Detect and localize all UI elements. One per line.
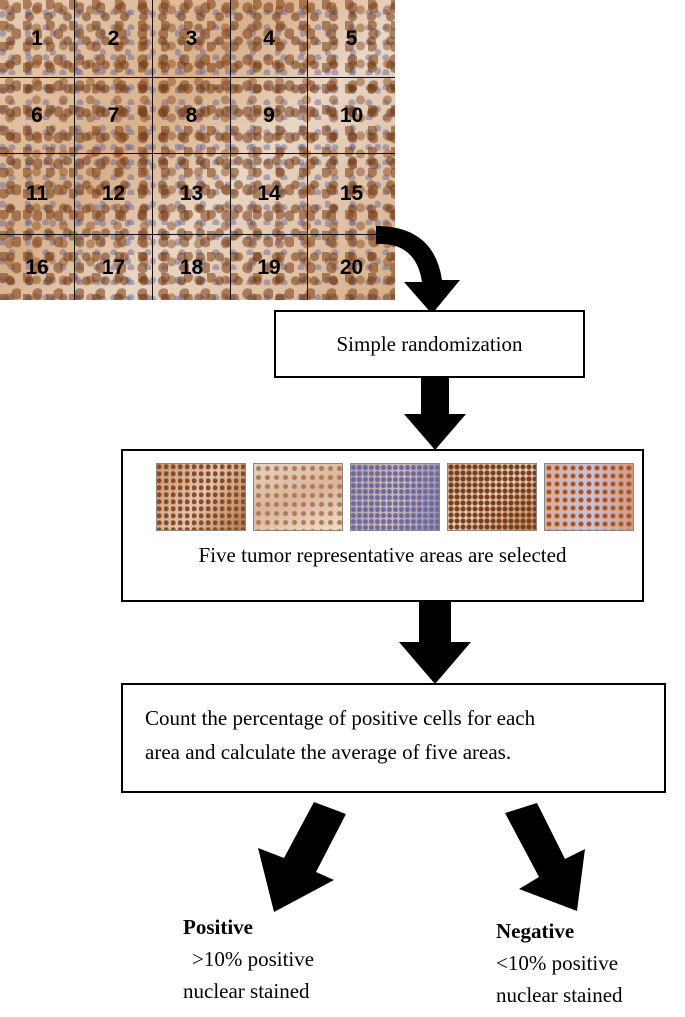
grid-cell: 18 (153, 235, 231, 300)
grid-cell: 10 (308, 78, 395, 154)
positive-outcome: Positive >10% positive nuclear stained (183, 911, 314, 1007)
count-line-2: area and calculate the average of five a… (145, 740, 512, 764)
grid-cell: 7 (75, 78, 153, 154)
grid-cell: 14 (231, 154, 308, 235)
arrow-down-left-icon (258, 802, 346, 912)
selected-areas-box: Five tumor representative areas are sele… (121, 449, 644, 602)
grid-cell: 12 (75, 154, 153, 235)
tissue-thumbnail (350, 463, 440, 531)
grid-cell: 19 (231, 235, 308, 300)
negative-outcome: Negative <10% positive nuclear stained (496, 915, 623, 1011)
count-line-1: Count the percentage of positive cells f… (145, 706, 536, 730)
grid-cell: 8 (153, 78, 231, 154)
tissue-thumbnail (156, 463, 246, 531)
negative-criteria: nuclear stained (496, 983, 623, 1007)
grid-cell: 17 (75, 235, 153, 300)
grid-cell: 2 (75, 0, 153, 78)
randomization-box: Simple randomization (274, 310, 585, 378)
randomization-label: Simple randomization (336, 331, 523, 356)
grid-cell: 5 (308, 0, 395, 78)
grid-cell: 15 (308, 154, 395, 235)
count-average-box: Count the percentage of positive cells f… (121, 683, 666, 793)
curved-arrow-icon (376, 226, 460, 314)
arrow-down-right-icon (505, 803, 585, 911)
grid-cell: 20 (339, 255, 364, 279)
grid-cell: 11 (0, 154, 75, 235)
grid-cell: 1 (0, 0, 75, 78)
selected-areas-caption: Five tumor representative areas are sele… (198, 543, 567, 567)
grid-cell: 13 (153, 154, 231, 235)
thumbnail-strip (156, 463, 634, 531)
count-instruction: Count the percentage of positive cells f… (145, 701, 660, 769)
grid-cell: 6 (0, 78, 75, 154)
grid-cell: 3 (153, 0, 231, 78)
tissue-thumbnail (253, 463, 343, 531)
grid-cell: 4 (231, 0, 308, 78)
down-arrow-icon (404, 378, 466, 450)
down-arrow-icon (399, 602, 471, 684)
tissue-grid-image: 1 2 3 4 5 6 7 8 9 10 11 12 13 14 15 16 1… (0, 0, 395, 300)
tissue-thumbnail (544, 463, 634, 531)
positive-title: Positive (183, 915, 253, 939)
grid-cell: 16 (0, 235, 75, 300)
negative-title: Negative (496, 919, 575, 943)
positive-threshold: >10% positive (192, 947, 315, 971)
positive-criteria: nuclear stained (183, 979, 310, 1003)
negative-threshold: <10% positive (496, 951, 619, 975)
grid-cell: 9 (231, 78, 308, 154)
tissue-thumbnail (447, 463, 537, 531)
